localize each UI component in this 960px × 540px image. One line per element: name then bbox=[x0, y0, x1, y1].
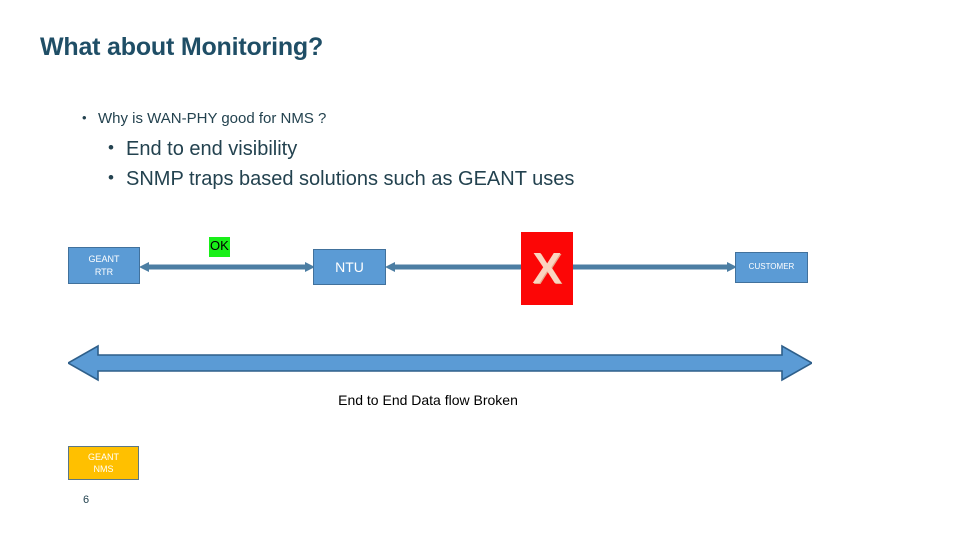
bullet-text: End to end visibility bbox=[126, 138, 298, 160]
slide-number: 6 bbox=[83, 494, 90, 506]
x-icon: X bbox=[532, 243, 562, 293]
end-to-end-span-arrow bbox=[68, 344, 812, 382]
connector-rtr-to-ntu bbox=[139, 260, 315, 274]
node-label-line2: NMS bbox=[93, 464, 114, 474]
node-geant-nms[interactable]: GEANT NMS bbox=[68, 446, 139, 480]
bullet-end-to-end-visibility: • End to end visibility bbox=[108, 138, 297, 161]
node-label-line1: CUSTOMER bbox=[748, 262, 795, 272]
bullet-marker-icon: • bbox=[82, 110, 87, 125]
bullet-marker-icon: • bbox=[108, 138, 114, 157]
node-label-line1: GEANT bbox=[88, 254, 120, 265]
node-customer[interactable]: CUSTOMER bbox=[735, 252, 808, 283]
node-ntu[interactable]: NTU bbox=[313, 249, 386, 285]
connector-ntu-to-failure bbox=[385, 260, 523, 274]
status-badge: OK bbox=[209, 237, 230, 257]
node-label-line2: RTR bbox=[94, 266, 114, 277]
bullet-snmp-traps: • SNMP traps based solutions such as GEAN… bbox=[108, 168, 574, 191]
connector-failure-to-customer bbox=[571, 260, 737, 274]
node-label-line1: NTU bbox=[335, 258, 364, 275]
bullet-why-wanphy: • Why is WAN-PHY good for NMS ? bbox=[82, 110, 326, 127]
failure-marker-icon: X bbox=[521, 232, 573, 305]
node-label-line1: GEANT bbox=[87, 451, 119, 462]
bullet-text: SNMP traps based solutions such as GEANT… bbox=[126, 168, 575, 190]
flow-caption: End to End Data flow Broken bbox=[338, 392, 518, 408]
page-title: What about Monitoring? bbox=[40, 33, 324, 61]
bullet-text: Why is WAN-PHY good for NMS ? bbox=[98, 110, 327, 127]
node-geant-rtr[interactable]: GEANT RTR bbox=[68, 247, 140, 284]
bullet-marker-icon: • bbox=[108, 168, 114, 187]
